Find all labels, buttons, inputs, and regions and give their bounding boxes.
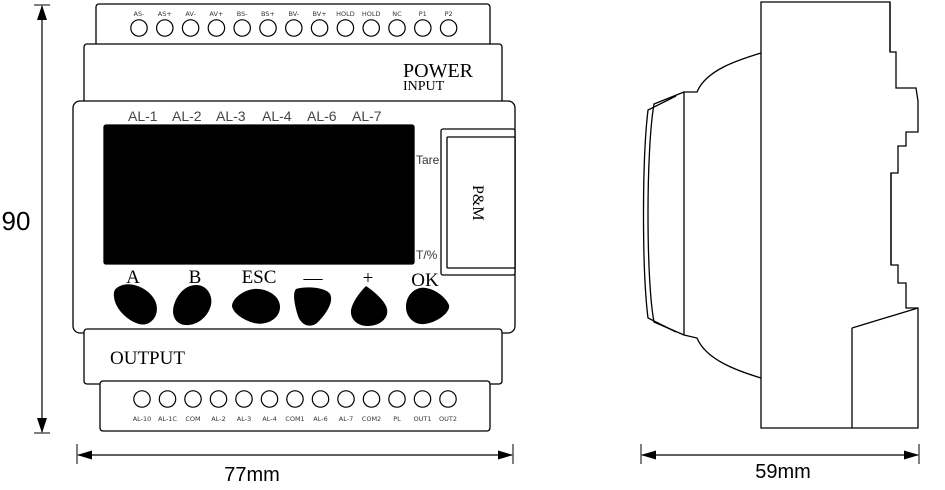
terminal-screw	[311, 390, 330, 408]
terminal-screw	[235, 390, 253, 408]
terminal-label: AS-	[134, 10, 146, 18]
button-minus[interactable]	[294, 287, 332, 326]
terminal-screw	[388, 390, 406, 408]
terminal-label: COM	[185, 415, 200, 423]
button-esc[interactable]	[232, 288, 280, 324]
terminal-label: AV-	[185, 10, 196, 18]
terminal-screw	[209, 390, 228, 408]
terminal-screw	[337, 390, 355, 408]
terminal-screw	[439, 390, 457, 408]
tare-label: Tare	[416, 153, 440, 167]
terminal-screw	[286, 390, 304, 408]
terminal-label: HOLD	[336, 10, 355, 18]
alarm-label: AL-4	[262, 108, 292, 124]
side-width-label: 59mm	[755, 461, 811, 483]
terminal-screw	[233, 19, 251, 37]
alarm-indicator-labels: AL-1 AL-2 AL-3 AL-4 AL-6 AL-7	[128, 108, 382, 124]
terminal-screw	[158, 390, 177, 408]
button-plus[interactable]	[350, 286, 388, 326]
side-front-bezel	[647, 91, 685, 336]
terminal-label: BS+	[261, 10, 275, 18]
terminal-screw	[413, 390, 432, 408]
top-terminal-row: AS- AS+ AV- AV+ BS- BS+ BV- BV+ HOLD HOLD NC P1 P2	[130, 10, 458, 37]
button-label-b: B	[189, 267, 202, 288]
terminal-screw	[181, 19, 200, 37]
button-label-esc: ESC	[242, 267, 277, 288]
bottom-terminal-row: AL-10 AL-1C COM AL-2 AL-3 AL-4 COM1 AL-6 AL-7 COM…	[133, 390, 457, 423]
alarm-label: AL-3	[216, 108, 246, 124]
terminal-screw	[388, 19, 406, 37]
terminal-label: P2	[445, 10, 453, 18]
terminal-label: AV+	[209, 10, 223, 18]
terminal-label: COM2	[362, 415, 381, 423]
button-label-plus: +	[363, 268, 374, 289]
terminal-label: AS+	[158, 10, 172, 18]
terminal-screw	[259, 19, 277, 37]
terminal-screw	[130, 19, 148, 37]
terminal-label: AL-1C	[158, 415, 177, 423]
terminal-screw	[310, 19, 329, 37]
button-label-a: A	[126, 267, 140, 288]
terminal-label: NC	[392, 10, 402, 18]
alarm-label: AL-6	[307, 108, 337, 124]
terminal-screw	[260, 390, 279, 408]
terminal-label: HOLD	[362, 10, 381, 18]
side-front-bezel-inner	[642, 95, 677, 333]
terminal-screw	[284, 19, 303, 37]
terminal-screw	[362, 19, 380, 37]
side-housing	[683, 1, 919, 429]
terminal-label: AL-4	[262, 415, 276, 423]
height-label: 90	[2, 206, 31, 236]
button-ok[interactable]	[406, 287, 450, 325]
terminal-label: AL-7	[339, 415, 353, 423]
terminal-label: OUT1	[414, 415, 432, 423]
button-a[interactable]	[113, 284, 157, 325]
alarm-label: AL-1	[128, 108, 158, 124]
terminal-label: AL-6	[313, 415, 327, 423]
brand-label: P&M	[469, 185, 486, 221]
terminal-screw	[439, 19, 458, 37]
button-label-minus: —	[303, 268, 324, 289]
terminal-label: BV-	[288, 10, 299, 18]
terminal-label: PL	[393, 415, 401, 423]
button-label-ok: OK	[411, 270, 439, 291]
power-label: POWER	[403, 60, 474, 82]
terminal-screw	[413, 19, 432, 37]
terminal-screw	[362, 390, 381, 408]
terminal-label: AL-3	[237, 415, 251, 423]
height-arrow-bottom	[37, 418, 47, 433]
terminal-screw	[184, 390, 202, 408]
terminal-label: AL-10	[133, 415, 152, 423]
alarm-label: AL-7	[352, 108, 382, 124]
terminal-label: P1	[419, 10, 427, 18]
label-insert	[446, 136, 516, 269]
height-arrow-top	[37, 5, 47, 20]
terminal-screw	[336, 19, 355, 37]
height-dimension: 90	[0, 4, 50, 434]
front-width-label: 77mm	[224, 464, 280, 486]
terminal-screw	[133, 390, 151, 408]
button-labels: A B ESC — + OK	[126, 267, 439, 291]
terminal-label: BV+	[313, 10, 327, 18]
button-b[interactable]	[173, 285, 212, 326]
input-label: INPUT	[403, 79, 445, 94]
terminal-screw	[156, 19, 174, 37]
output-label: OUTPUT	[110, 348, 185, 369]
side-width-dimension: 59mm	[640, 444, 920, 483]
terminal-label: COM1	[285, 415, 304, 423]
tpct-label: T/%	[416, 248, 438, 262]
terminal-label: AL-2	[211, 415, 225, 423]
keypad	[113, 284, 450, 326]
front-width-dimension: 77mm	[76, 444, 514, 486]
alarm-label: AL-2	[172, 108, 202, 124]
terminal-label: BS-	[237, 10, 248, 18]
side-rail-step	[851, 307, 919, 329]
lcd-display	[103, 124, 415, 265]
terminal-screw	[207, 19, 226, 37]
terminal-label: OUT2	[439, 415, 457, 423]
side-view	[642, 1, 919, 429]
